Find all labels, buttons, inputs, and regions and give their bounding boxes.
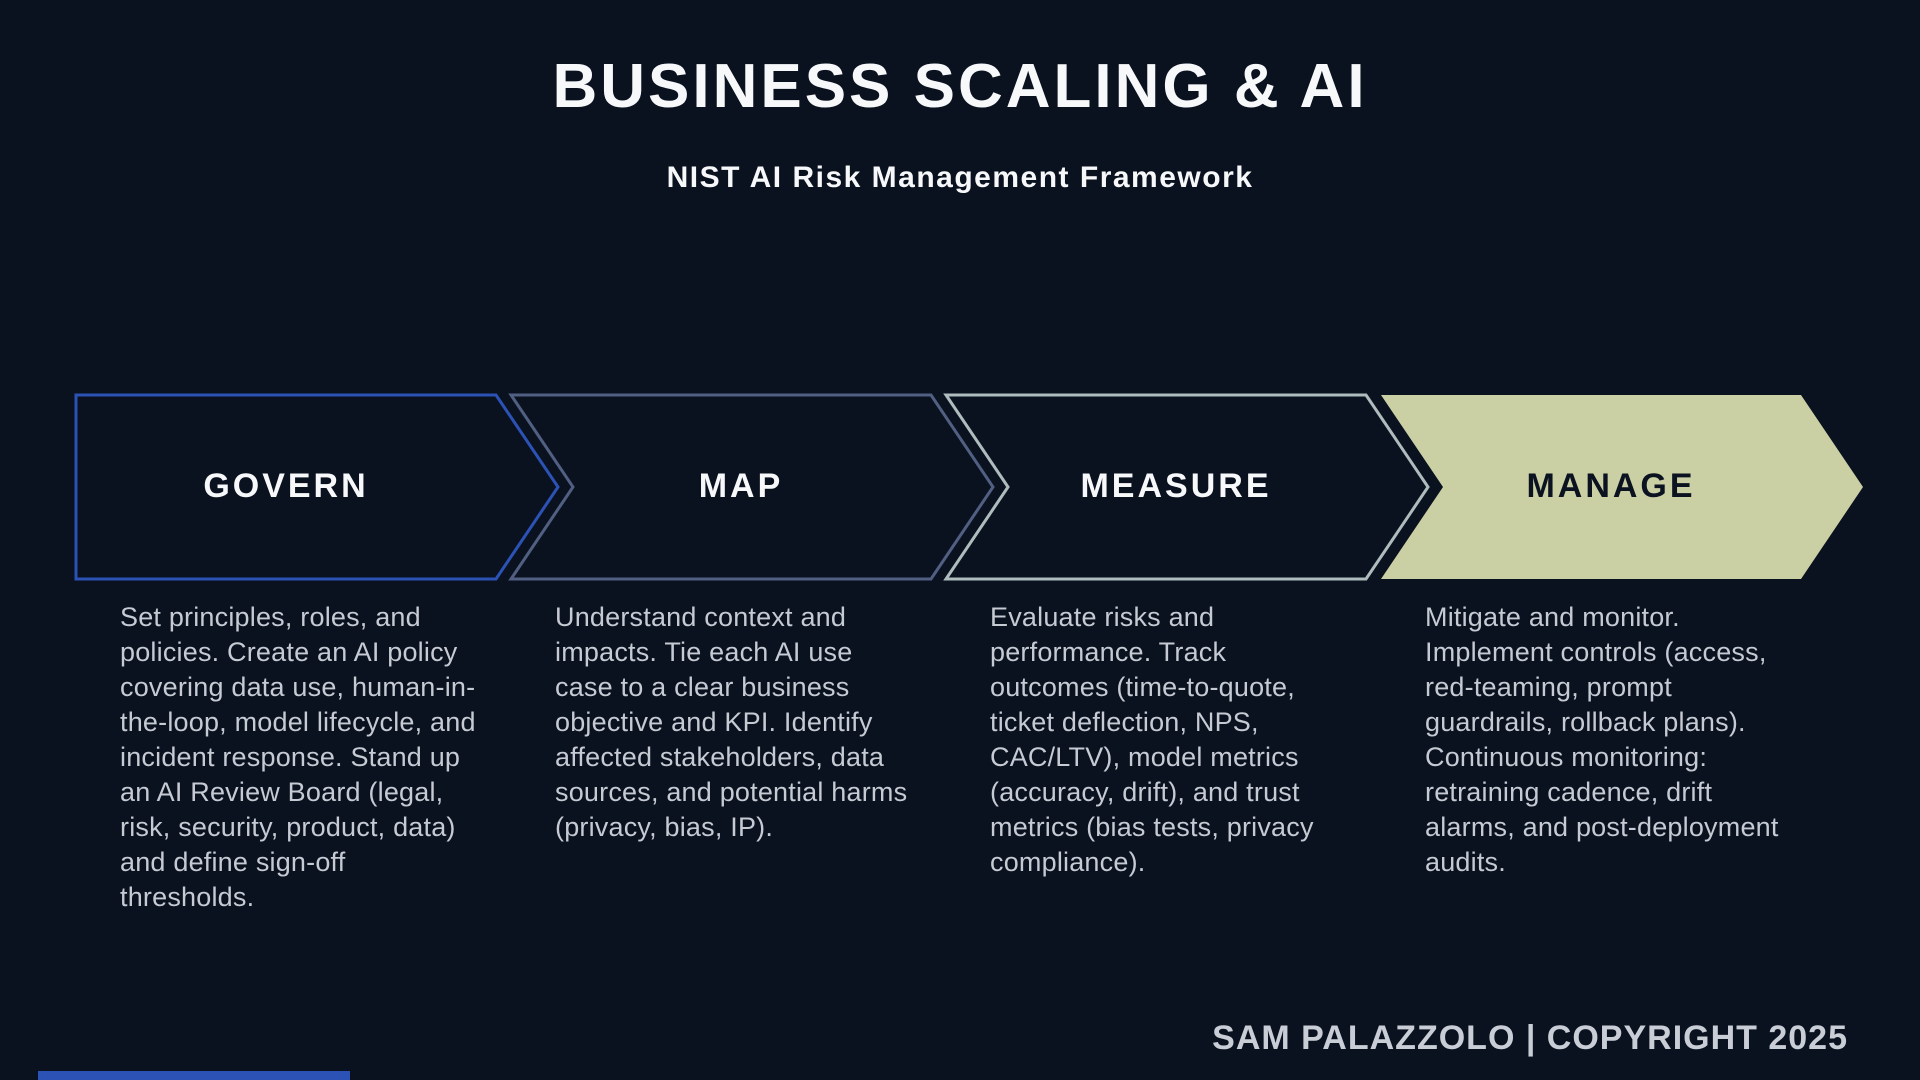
stage-description-measure: Evaluate risks and performance. Track ou… [990, 602, 1314, 877]
page-subtitle: NIST AI Risk Management Framework [666, 161, 1254, 194]
stage-label-govern: GOVERN [203, 466, 369, 505]
measure-chevron-shape [943, 393, 1430, 581]
stage-description-manage: Mitigate and monitor. Implement controls… [1425, 602, 1779, 877]
stage-description-map: Understand context and impacts. Tie each… [555, 602, 908, 842]
copyright-credit: SAM PALAZZOLO | COPYRIGHT 2025 [1212, 1019, 1848, 1057]
stage-label-manage: MANAGE [1526, 466, 1696, 505]
map-chevron-shape [508, 393, 995, 581]
govern-chevron-shape [74, 393, 560, 581]
manage-chevron-shape [1381, 395, 1863, 579]
page-title: BUSINESS SCALING & AI [552, 52, 1368, 121]
stage-label-map: MAP [698, 466, 784, 505]
stage-label-measure: MEASURE [1080, 466, 1272, 505]
stage-description-govern: Set principles, roles, and policies. Cre… [120, 602, 476, 912]
accent-bar [38, 1071, 350, 1080]
chevron-svg [74, 393, 1863, 581]
process-chevron-band [0, 392, 1920, 582]
